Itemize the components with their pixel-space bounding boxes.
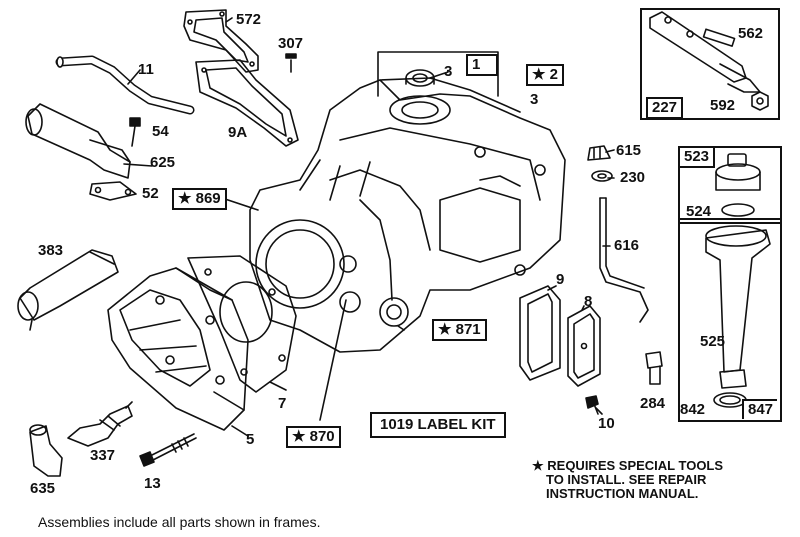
callout-11: 11 (138, 61, 154, 78)
callout-870-box: ★ 870 (286, 426, 341, 448)
oil-seal-3-part (405, 69, 435, 87)
screw-10-part (585, 395, 599, 415)
callout-307: 307 (278, 35, 304, 52)
bolt-13-part (139, 433, 197, 467)
callout-869-box: ★ 869 (172, 188, 227, 210)
callout-9: 9 (556, 271, 565, 288)
callout-562: 562 (738, 25, 764, 42)
screw-54-part (129, 117, 141, 147)
label-kit-box: 1019 LABEL KIT (370, 412, 506, 438)
frame-227 (640, 8, 780, 120)
cover-9a-part (195, 59, 299, 147)
callout-592: 592 (710, 97, 736, 114)
gasket-572-part (183, 9, 259, 73)
callout-8: 8 (584, 293, 593, 310)
washer-230-part (591, 170, 613, 182)
callout-3a: 3 (444, 63, 453, 80)
callout-383: 383 (38, 242, 64, 259)
nut-592-part (751, 91, 769, 111)
callout-524: 524 (686, 203, 712, 220)
callout-847-box: 847 (742, 399, 778, 419)
engine-block-part (249, 77, 566, 353)
callout-13: 13 (144, 475, 161, 492)
cover-383-part (17, 249, 119, 331)
callout-523-box: 523 (680, 148, 716, 168)
frame-847 (678, 218, 782, 422)
head-gasket-7-part (187, 255, 297, 393)
callout-5: 5 (246, 431, 255, 448)
screw-307-part (285, 53, 297, 73)
callout-9a: 9A (228, 124, 248, 141)
callout-227-box: 227 (646, 97, 684, 119)
frame-523 (678, 146, 782, 224)
callout-3b: 3 (530, 91, 539, 108)
plug-615-part (587, 145, 611, 161)
callout-871-box: ★ 871 (432, 319, 487, 341)
callout-54: 54 (152, 123, 169, 140)
callout-1-box: 1 (466, 54, 498, 76)
breather-625-part (25, 103, 131, 179)
callout-572: 572 (236, 11, 262, 28)
note-line-3: INSTRUCTION MANUAL. (546, 486, 699, 501)
boot-635-part (29, 424, 63, 477)
callout-842: 842 (680, 401, 706, 418)
plug-284-part (645, 351, 663, 385)
callout-2-box: ★ 2 (526, 64, 564, 86)
callout-625: 625 (150, 154, 176, 171)
cover-8-part (567, 305, 601, 387)
note-line-1: ★ REQUIRES SPECIAL TOOLS (532, 458, 724, 473)
callout-230: 230 (620, 169, 646, 186)
gasket-9-part (519, 285, 561, 381)
frame-1-outline (377, 51, 499, 97)
breather-tube-part (55, 55, 195, 115)
callout-337: 337 (90, 447, 116, 464)
special-tools-note: ★ REQUIRES SPECIAL TOOLS TO INSTALL. SEE… (532, 459, 723, 501)
callout-10: 10 (598, 415, 615, 432)
callout-52: 52 (142, 185, 159, 202)
footer-caption: Assemblies include all parts shown in fr… (38, 514, 321, 530)
fill-tube-525-part (705, 225, 771, 389)
cap-524-part (715, 153, 761, 217)
gasket-52-part (89, 181, 137, 201)
spark-plug-337-part (67, 401, 133, 447)
callout-284: 284 (640, 395, 666, 412)
callout-635: 635 (30, 480, 56, 497)
callout-7: 7 (278, 395, 287, 412)
callout-525: 525 (700, 333, 726, 350)
dipstick-616-part (599, 197, 649, 323)
callout-616: 616 (614, 237, 640, 254)
cylinder-head-5-part (107, 267, 249, 431)
callout-615: 615 (616, 142, 642, 159)
note-line-2: TO INSTALL. SEE REPAIR (546, 472, 707, 487)
